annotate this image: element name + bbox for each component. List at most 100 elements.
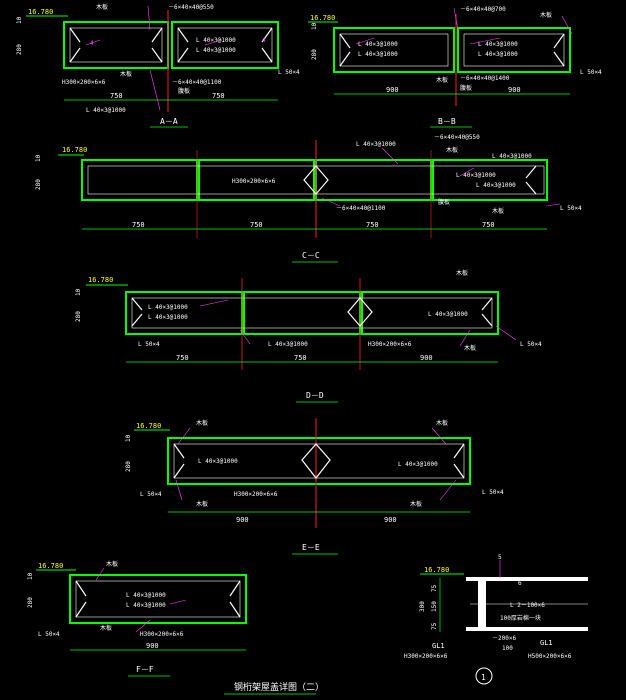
truss-panel bbox=[69, 574, 247, 624]
angle-50-label: L 50×4 bbox=[560, 205, 582, 212]
beam-label: H300×200×6×6 bbox=[234, 491, 278, 498]
leader-lines bbox=[321, 147, 561, 207]
dim-750-3: 750 bbox=[366, 221, 379, 229]
detail-marker bbox=[475, 667, 493, 685]
gl-left: GL1 bbox=[432, 642, 445, 650]
dim-75-bottom: 75 bbox=[431, 622, 438, 630]
plate-label: 木板 bbox=[456, 269, 468, 277]
brace-angles bbox=[75, 580, 241, 618]
plate-label-bottom: 木板 bbox=[436, 76, 448, 84]
truss-panel-3 bbox=[361, 291, 499, 335]
dim-750-right: 750 bbox=[212, 92, 225, 100]
elevation-label: 16.780 bbox=[310, 14, 335, 22]
beam-label: H300×200×6×6 bbox=[368, 341, 412, 348]
plate-bottom-label: －6×40×40@1100 bbox=[336, 205, 386, 212]
gl-right: GL1 bbox=[540, 639, 553, 647]
dim-label-top: 10 bbox=[75, 288, 82, 296]
dim-label-height: 280 bbox=[35, 179, 42, 190]
plate-label: 木板 bbox=[446, 146, 458, 154]
angle-label-1: L 40×3@1000 bbox=[148, 304, 188, 311]
leader-lines bbox=[95, 567, 187, 633]
section-caption: A－A bbox=[160, 117, 178, 126]
angle-50-label-left: L 50×4 bbox=[140, 491, 162, 498]
weld-size: 5 bbox=[498, 554, 502, 561]
truss-panel bbox=[167, 437, 471, 485]
section-a-a: 16.780 10 280 木板 －6×40×40@550 L 40×3@100… bbox=[16, 3, 300, 128]
angle-label-left: L 40×3@1000 bbox=[198, 458, 238, 465]
section-e-e: 16.780 10 280 木板 木板 L 40×3@1000 L 40×3@1… bbox=[125, 418, 504, 555]
angle-label-3: L 40×3@1000 bbox=[476, 182, 516, 189]
dim-900-left: 900 bbox=[236, 516, 249, 524]
dim-label-top: 10 bbox=[35, 154, 42, 162]
gl-left-beam: H300×200×6×6 bbox=[404, 653, 448, 660]
brace-angles bbox=[131, 297, 493, 327]
dim-75-top: 75 bbox=[431, 584, 438, 592]
plate-label-bottom: 木板 bbox=[100, 624, 112, 632]
dim-label-top: 10 bbox=[125, 434, 132, 442]
section-caption: D－D bbox=[306, 391, 324, 400]
section-b-b: 16.780 10 280 －6×40×40@700 木板 L 40×3@100… bbox=[308, 6, 602, 128]
angle-label-3: L 40×3@1000 bbox=[428, 311, 468, 318]
leader-lines bbox=[355, 7, 573, 45]
dim-750-4: 750 bbox=[482, 221, 495, 229]
angle-label-1: L 40×3@1000 bbox=[358, 41, 398, 48]
angle-label-2: L 40×3@1000 bbox=[148, 314, 188, 321]
brace-angles bbox=[339, 33, 565, 67]
angle-label-2: L 40×3@1000 bbox=[196, 47, 236, 54]
dim-750-2: 750 bbox=[250, 221, 263, 229]
dim-label-height: 280 bbox=[125, 461, 132, 472]
callout-left: 4 bbox=[90, 40, 94, 47]
truss-panel-left bbox=[63, 21, 169, 69]
elevation-label: 16.780 bbox=[424, 566, 449, 574]
elevation-label: 16.780 bbox=[38, 562, 63, 570]
dim-label-top: 10 bbox=[27, 572, 34, 580]
section-c-c: 16.780 10 280 －6×40×40@550 L 40×3@1000 木… bbox=[35, 134, 582, 263]
angle-label-2: L 40×3@1000 bbox=[456, 172, 496, 179]
dim-900: 900 bbox=[420, 354, 433, 362]
plate-top-label: －6×40×40@550 bbox=[434, 134, 480, 141]
plate-label-bottom: 木板 bbox=[464, 344, 476, 352]
plate-label: 木板 bbox=[540, 11, 552, 19]
section-caption: B－B bbox=[438, 117, 456, 126]
flange-bottom bbox=[466, 627, 588, 631]
dim-900-right: 900 bbox=[508, 86, 521, 94]
elevation-label: 16.780 bbox=[62, 146, 87, 154]
beam-label: H300×200×6×6 bbox=[62, 79, 106, 86]
drawing-title: 钢桁架屋盖详图（二） bbox=[234, 681, 324, 693]
dim-300: 300 bbox=[419, 601, 426, 612]
angle-label-2: L 40×3@1000 bbox=[126, 602, 166, 609]
angle-50-label: L 50×4 bbox=[278, 69, 300, 76]
truss-panel-right bbox=[457, 27, 571, 73]
gl-right-beam: H500×200×6×6 bbox=[528, 653, 572, 660]
angle-label-2: L 40×3@1000 bbox=[358, 51, 398, 58]
plate-bottom-label: －6×40×40@1400 bbox=[460, 75, 510, 82]
insulation-note: 100厚岩棉一块 bbox=[500, 614, 541, 622]
dim-label-top: 10 bbox=[311, 22, 318, 30]
plate-label-bottom-left: 木板 bbox=[196, 500, 208, 508]
truss-panel-left bbox=[333, 27, 455, 73]
section-caption: C－C bbox=[302, 251, 320, 260]
dim-label-top: 10 bbox=[16, 16, 23, 24]
inner-frame-right bbox=[177, 27, 273, 63]
plate-top-label: －6×40×40@550 bbox=[168, 4, 214, 11]
dim-900: 900 bbox=[146, 642, 159, 650]
angle-50-label: L 50×4 bbox=[38, 631, 60, 638]
plate-label-bottom: 木板 bbox=[492, 207, 504, 215]
angle-50-label: L 50×4 bbox=[580, 69, 602, 76]
section-d-d: 16.780 10 280 木板 L 40×3@1000 L 40×3@1000… bbox=[75, 269, 542, 403]
angle-label-bottom: L 40×3@1000 bbox=[268, 341, 308, 348]
dim-750-1: 750 bbox=[132, 221, 145, 229]
beam-label: H300×200×6×6 bbox=[232, 178, 276, 185]
angle-label-1: L 40×3@1000 bbox=[196, 37, 236, 44]
angle-label-4: L 40×3@1000 bbox=[478, 51, 518, 58]
beam-label: H300×200×6×6 bbox=[140, 631, 184, 638]
dim-label-height: 280 bbox=[16, 44, 23, 55]
inner-frame bbox=[131, 297, 493, 329]
truss-panel-2 bbox=[198, 159, 315, 201]
brace-angles bbox=[69, 27, 273, 63]
inner-frame-left bbox=[339, 33, 449, 67]
angle-50-label-left: L 50×4 bbox=[138, 341, 160, 348]
plate-label-right: 木板 bbox=[436, 419, 448, 427]
weld-6: 6 bbox=[518, 580, 522, 587]
